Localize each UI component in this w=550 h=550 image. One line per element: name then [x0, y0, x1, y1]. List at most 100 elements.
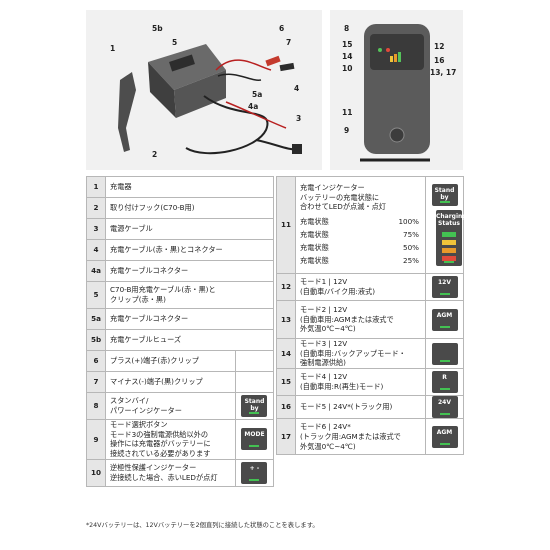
legend-description: 充電ケーブルヒューズ [105, 329, 274, 351]
legend-description: 充電ケーブルコネクター [105, 260, 274, 282]
callout-1: 1 [110, 44, 116, 53]
callout-4: 4 [294, 84, 300, 93]
callout-8: 8 [344, 24, 350, 33]
charger-front-illustration: 8 9 10 11 12 13, 17 14 15 16 [330, 10, 463, 170]
charger-kit-drawing [118, 44, 302, 155]
indicator-icon: 12V [431, 276, 458, 298]
legend-number: 2 [86, 197, 106, 219]
callout-10: 10 [342, 64, 353, 73]
legend-description: モード2 | 12V(自動車用:AGMまたは液式で外気温0℃~4℃) [295, 300, 426, 339]
callout-6: 6 [279, 24, 285, 33]
legend-icon-cell [234, 371, 275, 393]
plug [292, 144, 302, 154]
legend-number: 5 [86, 281, 106, 309]
legend-description: モード5 | 24V*(トラック用) [295, 395, 426, 420]
callout-9: 9 [344, 126, 350, 135]
legend-description: 電源ケーブル [105, 218, 274, 240]
callout-13-17: 13, 17 [430, 68, 457, 77]
legend-number: 7 [86, 371, 106, 393]
legend-number: 10 [86, 458, 106, 487]
callout-2: 2 [152, 150, 158, 159]
legend-icon-cell [425, 337, 464, 370]
indicator-icon: AGM [431, 308, 458, 331]
legend-number: 1 [86, 176, 106, 198]
legend-description: 取り付けフック(C70-B用) [105, 197, 274, 219]
charger-top [148, 44, 226, 90]
callout-11: 11 [342, 108, 353, 117]
legend-icon-cell: 24V [425, 395, 464, 420]
callout-14: 14 [342, 52, 353, 61]
legend-description: スタンバイ/パワーインジケーター [105, 392, 236, 420]
legend-icon-cell: MODE [234, 419, 275, 460]
legend-description: モード3 | 12V(自動車用:バックアップモード・強制電源供給) [295, 337, 426, 370]
callout-5a: 5a [252, 90, 263, 99]
legend-icon-cell: 12V [425, 273, 464, 301]
callout-16: 16 [434, 56, 445, 65]
legend-description: 充電ケーブル(赤・黒)とコネクター [105, 239, 274, 261]
legend-icon-cell [234, 350, 275, 372]
legend-description: 充電器 [105, 176, 274, 198]
callout-5: 5 [172, 38, 178, 47]
legend-number: 13 [276, 300, 296, 339]
legend-description: 逆極性保護インジケーター逆接続した場合、赤いLEDが点灯 [105, 458, 236, 487]
red-clip [265, 55, 281, 67]
legend-description: モード1 | 12V(自動車/バイク用:液式) [295, 273, 426, 301]
legend-description: 充電ケーブルコネクター [105, 308, 274, 330]
callout-3: 3 [296, 114, 302, 123]
legend-icon-cell: AGM [425, 418, 464, 456]
indicator-icon: Stand by [241, 395, 268, 417]
legend-number: 5a [86, 308, 106, 330]
callout-15: 15 [342, 40, 353, 49]
legend-icon-cell: AGM [425, 300, 464, 339]
indicator-icon: + - [241, 461, 268, 484]
legend-number: 16 [276, 395, 296, 420]
callout-5b: 5b [152, 24, 163, 33]
legend-number: 14 [276, 337, 296, 370]
legend-description: モード選択ボタンモード3の強制電源供給以外の操作には充電器がバッテリーに接続され… [105, 419, 236, 460]
legend-number: 4a [86, 260, 106, 282]
callout-4a: 4a [248, 102, 259, 111]
hook-shape [118, 72, 136, 152]
charger-front-drawing [360, 24, 430, 162]
legend-icon-cell: R [425, 368, 464, 397]
callout-12: 12 [434, 42, 445, 51]
indicator-icon: R [431, 371, 458, 394]
legend-description: C70-B用充電ケーブル(赤・黒)とクリップ(赤・黒) [105, 281, 274, 309]
legend-number: 6 [86, 350, 106, 372]
legend-number: 15 [276, 368, 296, 397]
legend-number: 17 [276, 418, 296, 456]
legend-description: モード4 | 12V(自動車用:R(再生)モード) [295, 368, 426, 397]
legend-number: 9 [86, 419, 106, 460]
legend-number: 11 [276, 176, 296, 274]
legend-number: 3 [86, 218, 106, 240]
charger-kit-illustration: 1 2 3 4 4a 5 5a 5b 6 7 [86, 10, 322, 170]
legend-description: マイナス(-)端子(黒)クリップ [105, 371, 236, 393]
indicator-icon: Stand by [431, 184, 458, 206]
footnote: *24Vバッテリーは、12Vバッテリーを2個直列に接続した状態のことを表します。 [86, 522, 319, 529]
black-clip [279, 62, 295, 72]
mode-button-drawing [389, 127, 405, 143]
led-panel [370, 34, 424, 70]
legend-icon-cell: Stand by [234, 392, 275, 420]
